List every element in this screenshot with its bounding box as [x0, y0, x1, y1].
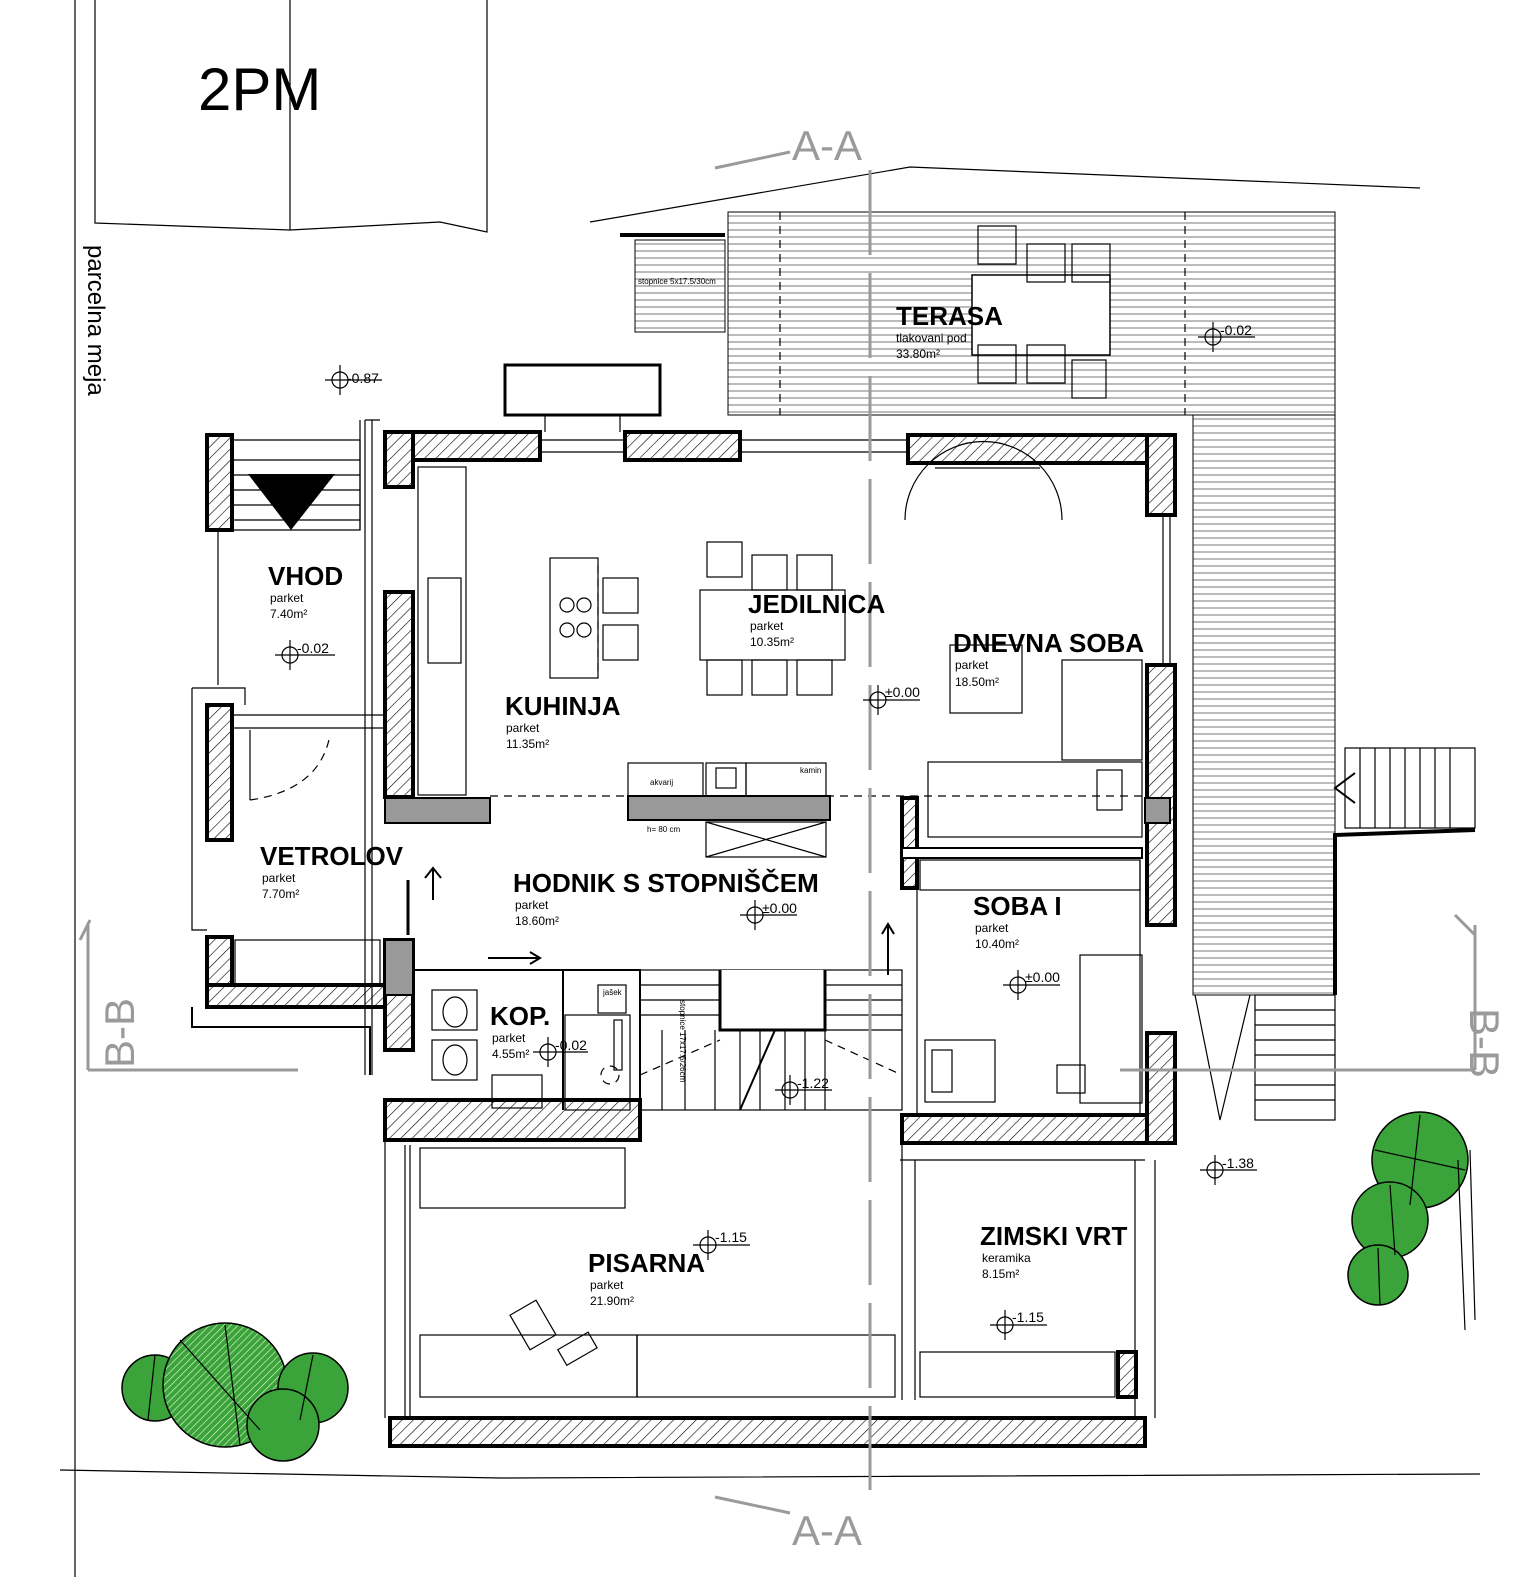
room-label-kuhinja: KUHINJA parket 11.35m²	[505, 691, 621, 751]
level-marker: ±0.00	[1003, 969, 1060, 1000]
room-label-terasa: TERASA tlakovani pod 33.80m²	[896, 301, 1003, 361]
room-label-jedilnica: JEDILNICA parket 10.35m²	[748, 589, 885, 649]
section-lines: A-A A-A B-B B-B	[78, 122, 1508, 1554]
trees	[121, 1111, 1476, 1462]
svg-text:KOP.: KOP.	[490, 1001, 550, 1031]
level-marker: -0.02	[275, 640, 335, 670]
svg-text:TERASA: TERASA	[896, 301, 1003, 331]
svg-text:parket: parket	[270, 591, 304, 605]
walls	[191, 363, 1177, 1448]
room-label-soba: SOBA I parket 10.40m²	[973, 891, 1062, 951]
room-label-hodnik: HODNIK S STOPNIŠČEM parket 18.60m²	[513, 868, 819, 928]
bathroom-fixtures: jašek	[431, 984, 631, 1111]
level-marker: ±0.00	[863, 684, 920, 715]
svg-text:JEDILNICA: JEDILNICA	[748, 589, 885, 619]
parking-area: 2PM	[94, 0, 488, 233]
level-markers: -0.87 -0.02 -0.02 ±0.00 ±0.00 ±0.00 -0.0…	[275, 322, 1257, 1340]
staircase: stopnice 17x17.5/26cm	[406, 866, 903, 1111]
entrance-arrow-icon	[248, 474, 335, 530]
svg-text:-0.02: -0.02	[1220, 322, 1252, 338]
svg-text:±0.00: ±0.00	[885, 684, 920, 700]
level-marker: -1.15	[990, 1309, 1047, 1340]
svg-text:ZIMSKI VRT: ZIMSKI VRT	[980, 1221, 1127, 1251]
room-label-vhod: VHOD parket 7.40m²	[268, 561, 343, 621]
svg-text:PISARNA: PISARNA	[588, 1248, 705, 1278]
svg-text:-1.15: -1.15	[715, 1229, 747, 1245]
exterior-steps-right	[1194, 747, 1476, 1121]
svg-text:21.90m²: 21.90m²	[590, 1294, 634, 1308]
svg-text:HODNIK S STOPNIŠČEM: HODNIK S STOPNIŠČEM	[513, 868, 819, 898]
parking-label: 2PM	[198, 56, 321, 123]
svg-text:8.15m²: 8.15m²	[982, 1267, 1019, 1281]
staircase-note: stopnice 17x17.5/26cm	[678, 1000, 687, 1083]
svg-text:10.40m²: 10.40m²	[975, 937, 1019, 951]
level-marker: -1.38	[1200, 1155, 1257, 1185]
room-label-dnevna-soba: DNEVNA SOBA parket 18.50m²	[953, 628, 1144, 689]
room-label-vetrolov: VETROLOV parket 7.70m²	[260, 841, 404, 901]
svg-text:-1.22: -1.22	[797, 1075, 829, 1091]
terrace-decking: stopnice 5x17.5/30cm	[620, 211, 1336, 996]
section-aa-bottom: A-A	[792, 1507, 862, 1554]
level-marker: ±0.00	[740, 900, 797, 930]
terrace-stairs-note: stopnice 5x17.5/30cm	[638, 277, 716, 286]
svg-text:11.35m²: 11.35m²	[506, 737, 549, 751]
height-note: h= 80 cm	[647, 825, 680, 834]
svg-text:7.70m²: 7.70m²	[262, 887, 299, 901]
svg-text:parket: parket	[955, 658, 989, 672]
living-furniture	[904, 440, 1143, 838]
svg-text:10.35m²: 10.35m²	[750, 635, 794, 649]
svg-text:parket: parket	[590, 1278, 624, 1292]
svg-text:KUHINJA: KUHINJA	[505, 691, 621, 721]
svg-text:parket: parket	[750, 619, 784, 633]
svg-text:-0.87: -0.87	[347, 370, 379, 386]
section-bb-right: B-B	[1461, 1008, 1508, 1078]
svg-text:DNEVNA SOBA: DNEVNA SOBA	[953, 628, 1144, 658]
svg-text:±0.00: ±0.00	[1025, 969, 1060, 985]
svg-text:parket: parket	[515, 898, 549, 912]
room-label-pisarna: PISARNA parket 21.90m²	[588, 1248, 705, 1308]
svg-text:VETROLOV: VETROLOV	[260, 841, 404, 871]
bedroom-furniture	[919, 859, 1143, 1104]
room-label-zimski-vrt: ZIMSKI VRT keramika 8.15m²	[980, 1221, 1127, 1281]
svg-text:±0.00: ±0.00	[762, 900, 797, 916]
room-label-kop: KOP. parket 4.55m²	[490, 1001, 550, 1061]
svg-text:tlakovani pod: tlakovani pod	[896, 331, 967, 345]
svg-text:-1.15: -1.15	[1012, 1309, 1044, 1325]
parcel-boundary-label: parcelna meja	[82, 245, 109, 396]
kitchen-furniture: akvarij kamin h= 80 cm	[417, 466, 1145, 858]
level-marker: -0.02	[1198, 322, 1255, 352]
svg-text:18.60m²: 18.60m²	[515, 914, 559, 928]
svg-text:-0.02: -0.02	[555, 1037, 587, 1053]
svg-text:18.50m²: 18.50m²	[955, 675, 999, 689]
section-aa-top: A-A	[792, 122, 862, 169]
svg-text:parket: parket	[492, 1031, 526, 1045]
entrance-area	[205, 420, 361, 685]
parcel-boundary: parcelna meja	[59, 0, 1481, 1577]
level-marker: -1.22	[775, 1075, 832, 1105]
akvarij-label: akvarij	[650, 778, 673, 787]
svg-text:parket: parket	[975, 921, 1009, 935]
svg-text:parket: parket	[506, 721, 540, 735]
svg-text:VHOD: VHOD	[268, 561, 343, 591]
level-marker: -0.87	[325, 365, 382, 395]
level-marker: -0.02	[533, 1037, 588, 1067]
vetrolov-door	[234, 730, 381, 986]
svg-text:-0.02: -0.02	[297, 640, 329, 656]
lower-floor	[384, 1140, 1156, 1418]
kamin-label: kamin	[800, 766, 821, 775]
svg-text:keramika: keramika	[982, 1251, 1031, 1265]
svg-text:SOBA I: SOBA I	[973, 891, 1062, 921]
section-bb-left: B-B	[96, 998, 143, 1068]
svg-text:7.40m²: 7.40m²	[270, 607, 307, 621]
jasek-label: jašek	[602, 988, 623, 997]
svg-text:33.80m²: 33.80m²	[896, 347, 940, 361]
svg-text:4.55m²: 4.55m²	[492, 1047, 529, 1061]
level-marker: -1.15	[693, 1229, 750, 1260]
svg-text:-1.38: -1.38	[1222, 1155, 1254, 1171]
svg-text:parket: parket	[262, 871, 296, 885]
